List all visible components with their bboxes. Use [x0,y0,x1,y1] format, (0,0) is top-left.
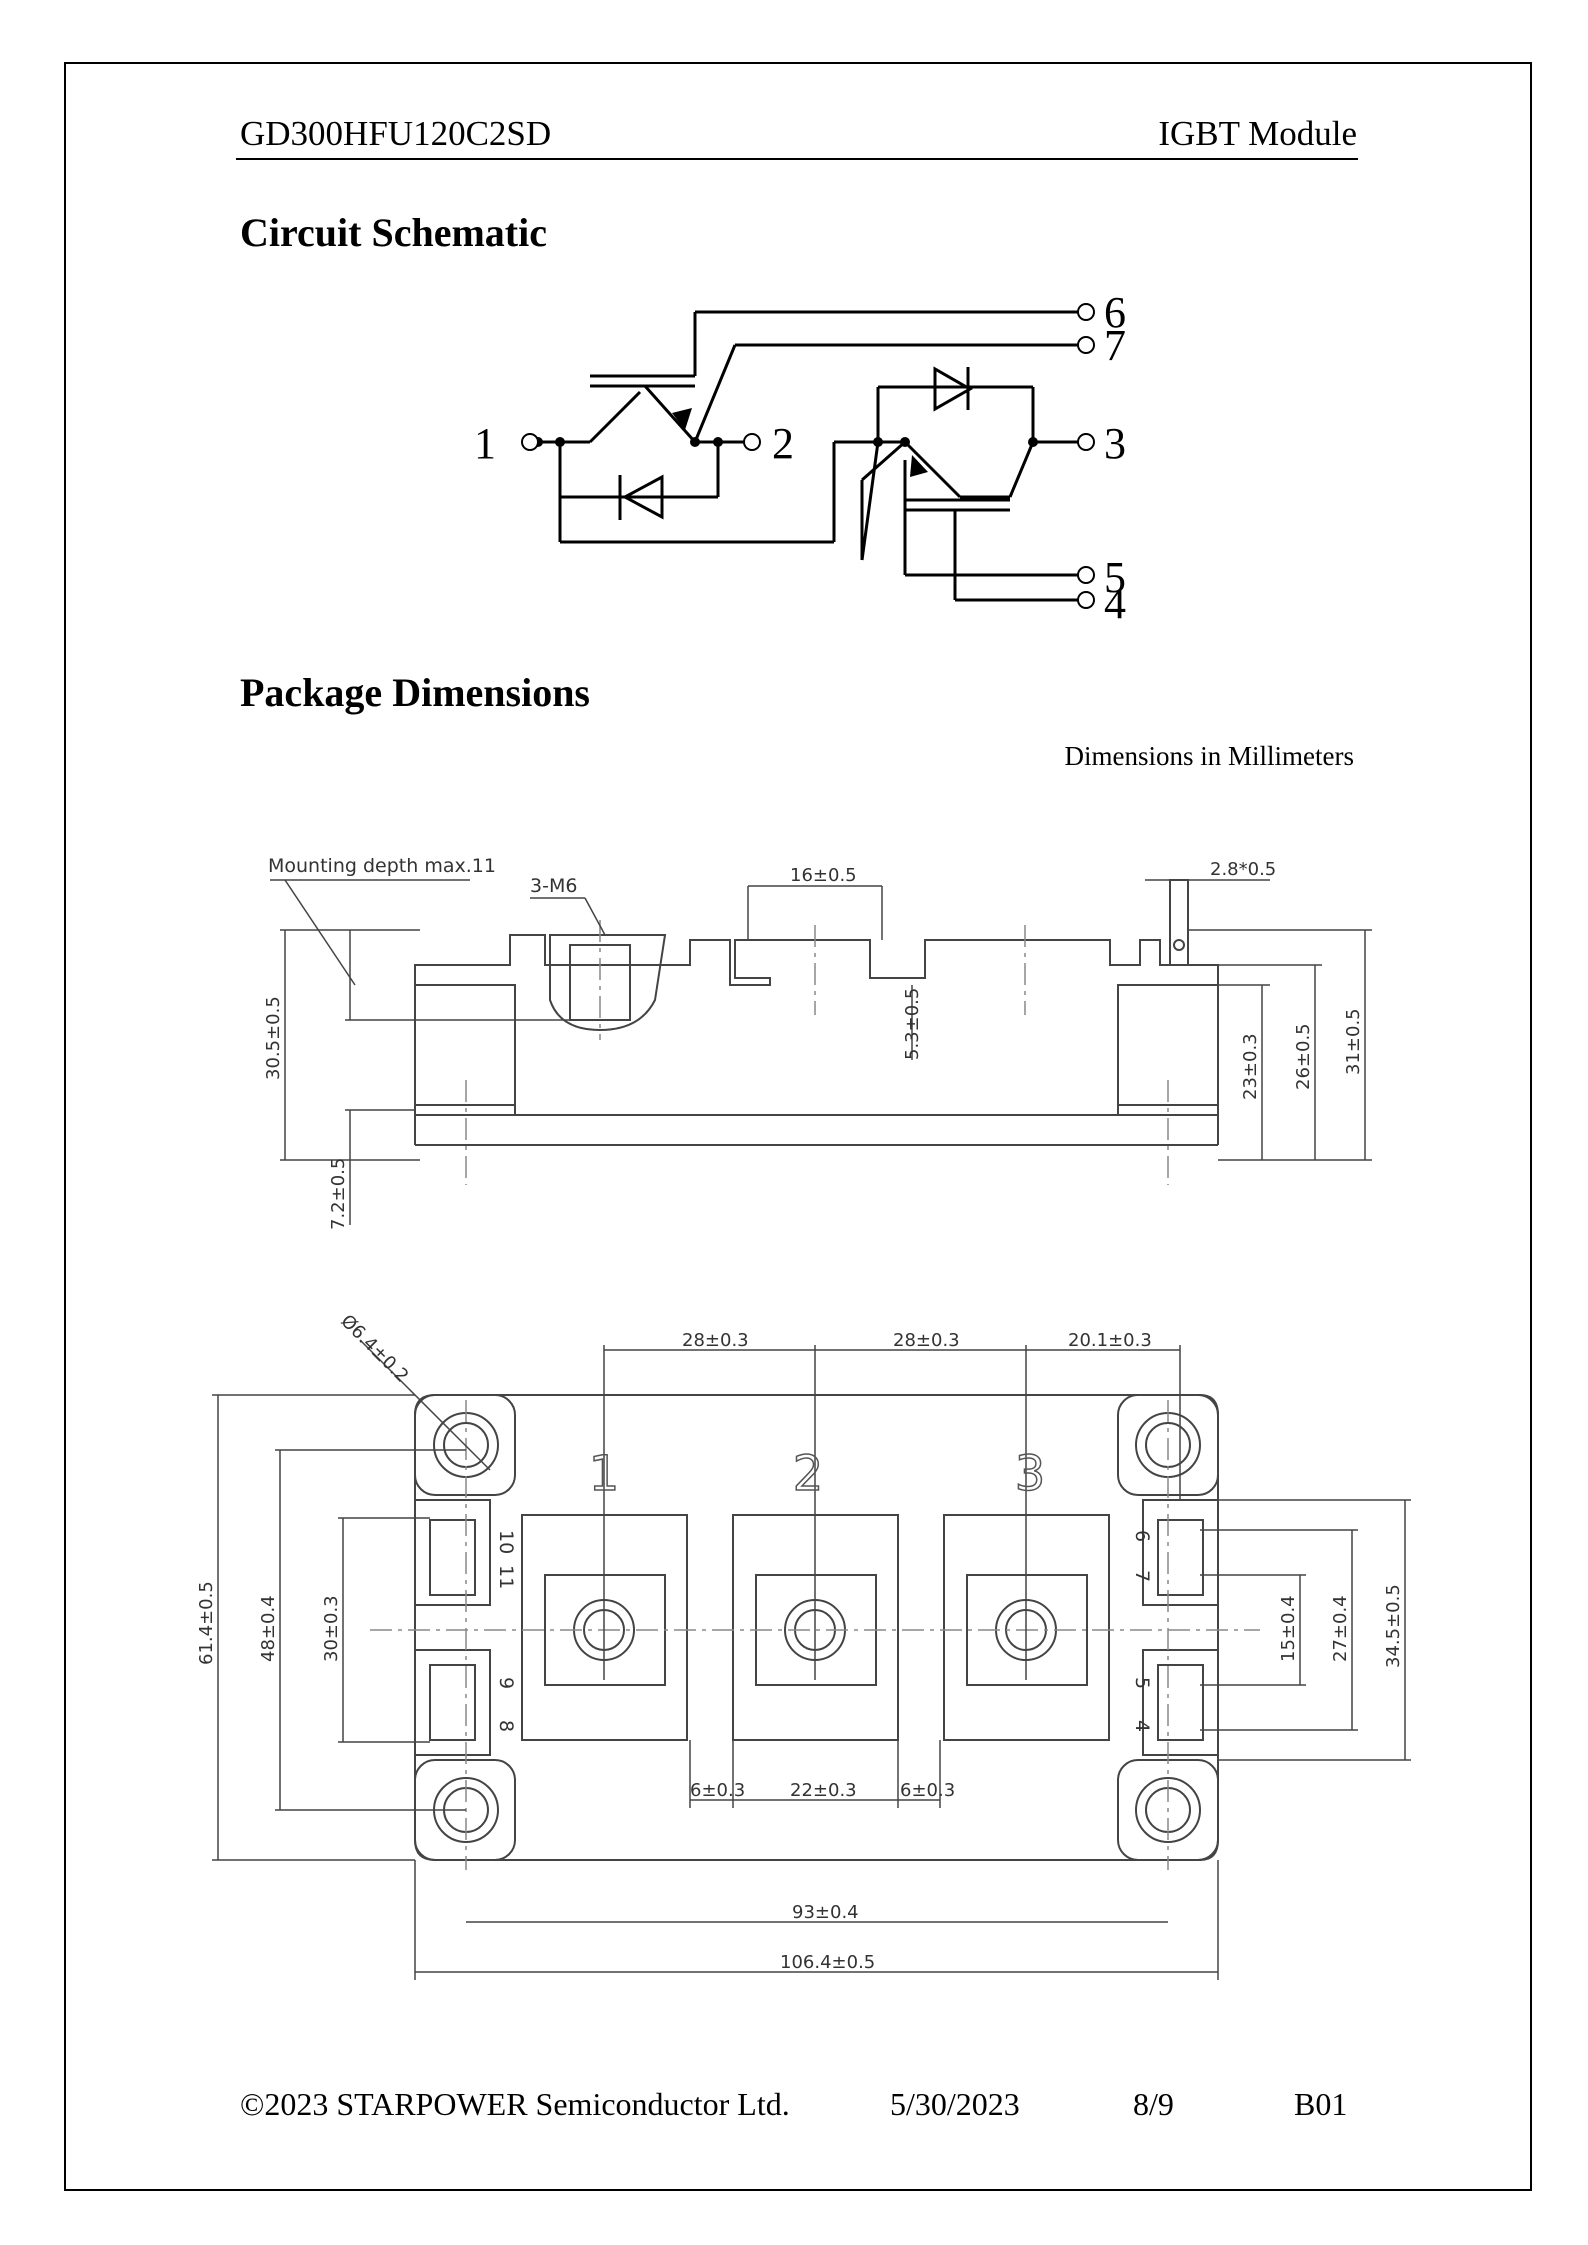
hole-dia-dim: Ø6.4±0.2 [336,1311,412,1387]
footer-page: 8/9 [1133,2086,1174,2122]
aux-span-left-dim: 30±0.3 [321,1595,342,1662]
header-rule [236,158,1358,160]
aux-pin-7-label: 7 [1131,1570,1153,1582]
terminal-width-dim: 16±0.5 [790,865,857,886]
aux-pin-9-label: 9 [495,1677,517,1689]
aux-span-right-dim: 27±0.4 [1330,1595,1351,1662]
part-number: GD300HFU120C2SD [240,114,552,153]
aux-pitch-right-dim: 15±0.4 [1278,1595,1299,1662]
mounting-depth-note: Mounting depth max.11 [268,855,496,877]
pin-4-label: 4 [1104,579,1126,628]
footer-copyright: ©2023 STARPOWER Semiconductor Ltd. [240,2086,790,2122]
pin-2-label: 2 [772,419,794,468]
length-overall-dim: 106.4±0.5 [780,1952,875,1973]
term-width-dim: 22±0.3 [790,1780,857,1801]
h31-dim: 31±0.5 [1343,1008,1364,1075]
page-border [64,62,1532,2191]
aux-pin-6-label: 6 [1131,1530,1153,1542]
height-total-dim: 30.5±0.5 [263,996,284,1080]
aux-outer-right-dim: 34.5±0.5 [1383,1584,1404,1668]
package-dimensions-heading: Package Dimensions [240,670,590,715]
pin-6-label: 6 [1104,288,1126,337]
h26-dim: 26±0.5 [1293,1023,1314,1090]
terminal-3-label: 3 [1015,1446,1046,1502]
base-height-dim: 7.2±0.5 [328,1158,349,1230]
h23-dim: 23±0.3 [1240,1033,1261,1100]
thread-note: 3-M6 [530,875,577,897]
aux-pin-5-label: 5 [1131,1677,1153,1689]
pitch2-dim: 28±0.3 [893,1330,960,1351]
pin-5-label: 5 [1104,553,1126,602]
terminal-recess-dim: 5.3±0.5 [902,988,923,1060]
term-gap-left-dim: 6±0.3 [690,1780,745,1801]
aux-pin-10-label: 10 [495,1530,517,1554]
footer-date: 5/30/2023 [890,2086,1020,2122]
pitch1-dim: 28±0.3 [682,1330,749,1351]
pin-3-label: 3 [1104,419,1126,468]
aux-pin-8-label: 8 [495,1720,517,1732]
hole-spacing-v-dim: 48±0.4 [258,1595,279,1662]
product-type: IGBT Module [1158,114,1357,153]
pin-1-label: 1 [474,419,496,468]
term-gap-right-dim: 6±0.3 [900,1780,955,1801]
aux-pin-4-label: 4 [1131,1720,1153,1732]
width-overall-dim: 61.4±0.5 [196,1581,217,1665]
circuit-schematic-heading: Circuit Schematic [240,210,547,255]
terminal-2-label: 2 [793,1446,824,1502]
aux-pin-11-label: 11 [495,1565,517,1589]
units-note: Dimensions in Millimeters [1064,741,1355,771]
pin-7-label: 7 [1104,321,1126,370]
pin-size-dim: 2.8*0.5 [1210,859,1276,880]
terminal-1-label: 1 [589,1446,620,1502]
footer-revision: B01 [1294,2086,1348,2122]
hole-spacing-h-dim: 93±0.4 [792,1902,859,1923]
pitch3-dim: 20.1±0.3 [1068,1330,1152,1351]
